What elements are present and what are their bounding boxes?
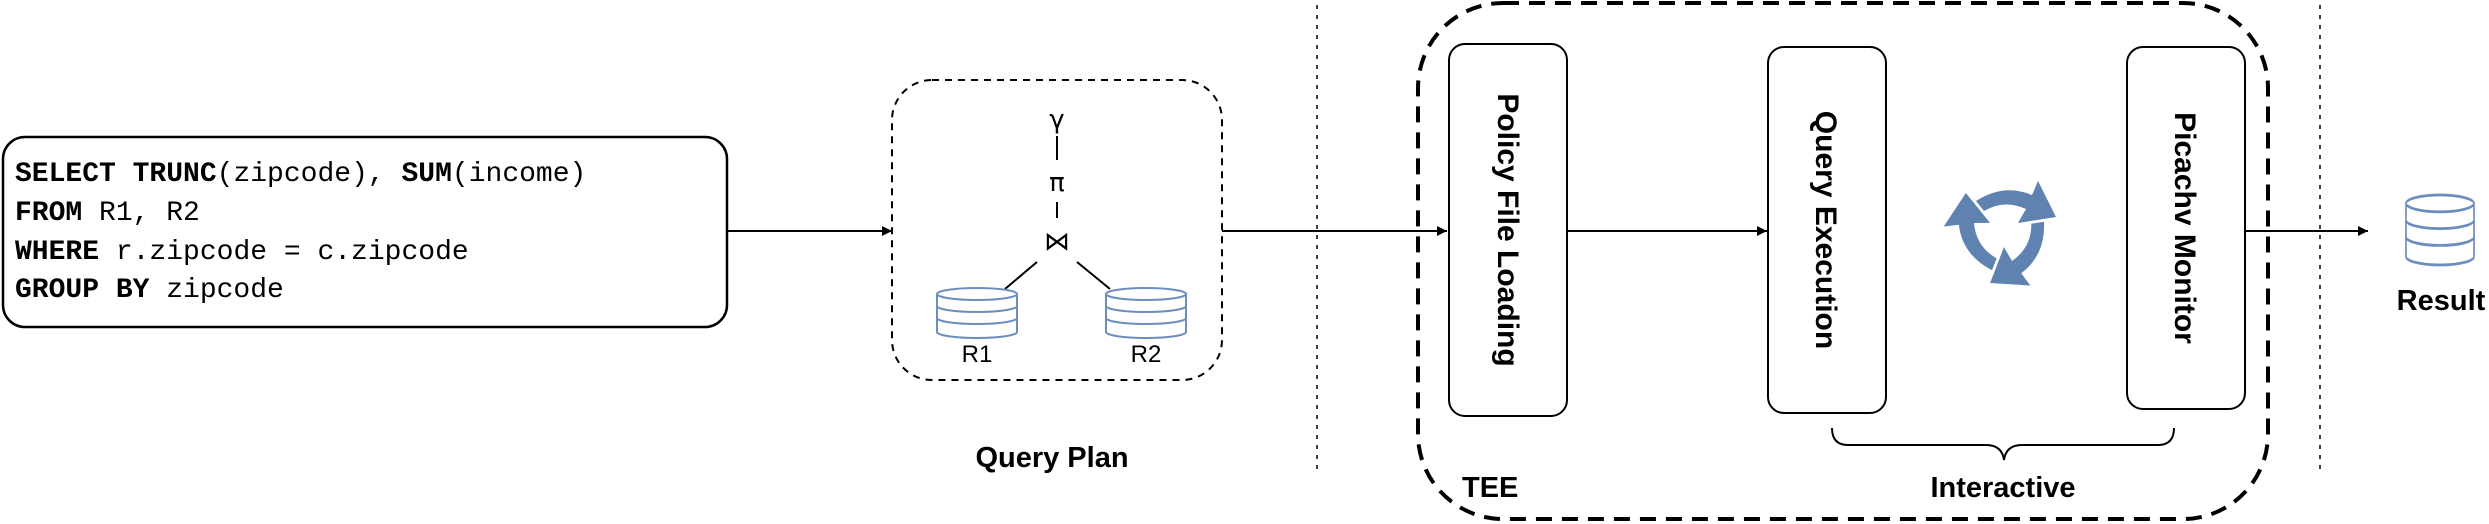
query-plan-caption: Query Plan — [975, 442, 1128, 474]
sql-line-select: SELECT TRUNC(zipcode), SUM(income) — [15, 159, 586, 190]
sql-line-where: WHERE r.zipcode = c.zipcode — [15, 237, 469, 268]
database-icon — [1105, 287, 1187, 339]
table-label-r1: R1 — [962, 341, 993, 368]
policy-box-label: Policy File Loading — [1491, 93, 1524, 366]
pi-operator: π — [1049, 168, 1065, 198]
database-icon — [2405, 193, 2475, 267]
sql-line-groupby: GROUP BY zipcode — [15, 275, 284, 306]
interactive-brace — [1831, 427, 2175, 461]
result-label: Result — [2397, 285, 2486, 317]
tee-boundary — [1416, 1, 2270, 521]
sql-line-from: FROM R1, R2 — [15, 198, 200, 229]
monitor-box-label: Picachv Monitor — [2168, 112, 2201, 344]
plan-edge-join-r1 — [1004, 261, 1038, 290]
gamma-operator: γ — [1049, 105, 1064, 135]
exec-box-label: Query Execution — [1809, 111, 1842, 349]
result: Result — [2397, 193, 2486, 317]
query-execution-box: Query Execution — [1767, 46, 1887, 414]
picachv-monitor-box: Picachv Monitor — [2126, 46, 2246, 410]
plan-edge-join-r2 — [1076, 261, 1111, 290]
policy-file-loading-box: Policy File Loading — [1448, 43, 1568, 417]
table-label-r2: R2 — [1131, 341, 1162, 368]
interactive-label: Interactive — [1930, 472, 2075, 504]
join-operator: ⋈ — [1044, 227, 1070, 257]
sql-query-box: SELECT TRUNC(zipcode), SUM(income) FROM … — [1, 135, 729, 329]
query-plan: γ π ⋈ R1 R2 — [891, 79, 1223, 381]
database-icon — [936, 287, 1018, 339]
cycle-arrows-icon — [1943, 181, 2056, 286]
tee-caption: TEE — [1462, 472, 1518, 504]
